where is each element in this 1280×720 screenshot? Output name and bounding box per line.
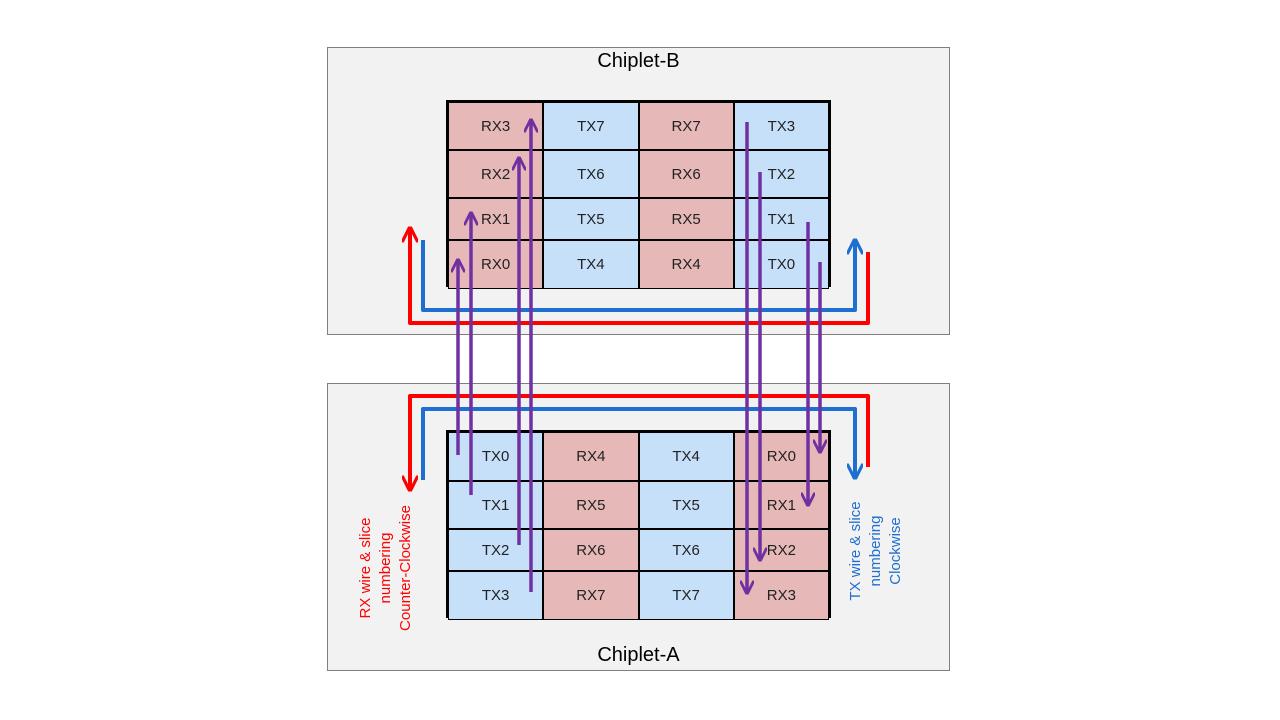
grid-cell: RX6 bbox=[543, 529, 639, 571]
grid-cell: TX1 bbox=[733, 198, 829, 240]
grid-cell: RX0 bbox=[448, 240, 544, 289]
grid-cell: RX4 bbox=[638, 240, 734, 289]
note-line: RX wire & slice bbox=[357, 517, 374, 619]
chiplet-b-title: Chiplet-B bbox=[597, 50, 680, 72]
tx-numbering-note: TX wire & slice numbering Clockwise bbox=[846, 501, 906, 600]
grid-cell: TX7 bbox=[543, 102, 639, 150]
grid-cell: RX0 bbox=[733, 432, 829, 481]
grid-cell: TX0 bbox=[733, 240, 829, 289]
grid-cell: TX3 bbox=[733, 102, 829, 150]
grid-cell: TX6 bbox=[638, 529, 734, 571]
grid-cell: RX6 bbox=[638, 150, 734, 198]
grid-cell: TX0 bbox=[448, 432, 544, 481]
grid-cell: RX3 bbox=[733, 571, 829, 620]
note-line: numbering bbox=[377, 532, 394, 604]
grid-cell: RX7 bbox=[543, 571, 639, 620]
grid-cell: TX1 bbox=[448, 481, 544, 529]
grid-cell: TX5 bbox=[638, 481, 734, 529]
grid-cell: TX2 bbox=[733, 150, 829, 198]
grid-cell: RX2 bbox=[733, 529, 829, 571]
note-line: Counter-Clockwise bbox=[397, 505, 414, 631]
grid-cell: TX7 bbox=[638, 571, 734, 620]
grid-cell: RX4 bbox=[543, 432, 639, 481]
note-line: TX wire & slice bbox=[847, 501, 864, 601]
grid-cell: TX4 bbox=[543, 240, 639, 289]
grid-cell: TX4 bbox=[638, 432, 734, 481]
chiplet-a-slice-grid: TX0 RX4 TX4 RX0 TX1 RX5 TX5 RX1 TX2 RX6 … bbox=[446, 430, 831, 620]
chiplet-b-slice-grid: RX3 TX7 RX7 TX3 RX2 TX6 RX6 TX2 RX1 TX5 … bbox=[446, 100, 831, 289]
chiplet-a-title: Chiplet-A bbox=[597, 644, 680, 666]
grid-cell: RX5 bbox=[543, 481, 639, 529]
grid-cell: RX1 bbox=[448, 198, 544, 240]
grid-cell: TX5 bbox=[543, 198, 639, 240]
grid-cell: TX6 bbox=[543, 150, 639, 198]
rx-numbering-note: RX wire & slice numbering Counter-Clockw… bbox=[356, 505, 416, 631]
note-line: Clockwise bbox=[887, 517, 904, 585]
grid-cell: RX3 bbox=[448, 102, 544, 150]
grid-cell: RX7 bbox=[638, 102, 734, 150]
grid-cell: RX2 bbox=[448, 150, 544, 198]
grid-cell: TX3 bbox=[448, 571, 544, 620]
grid-cell: TX2 bbox=[448, 529, 544, 571]
grid-cell: RX1 bbox=[733, 481, 829, 529]
grid-cell: RX5 bbox=[638, 198, 734, 240]
note-line: numbering bbox=[867, 515, 884, 587]
